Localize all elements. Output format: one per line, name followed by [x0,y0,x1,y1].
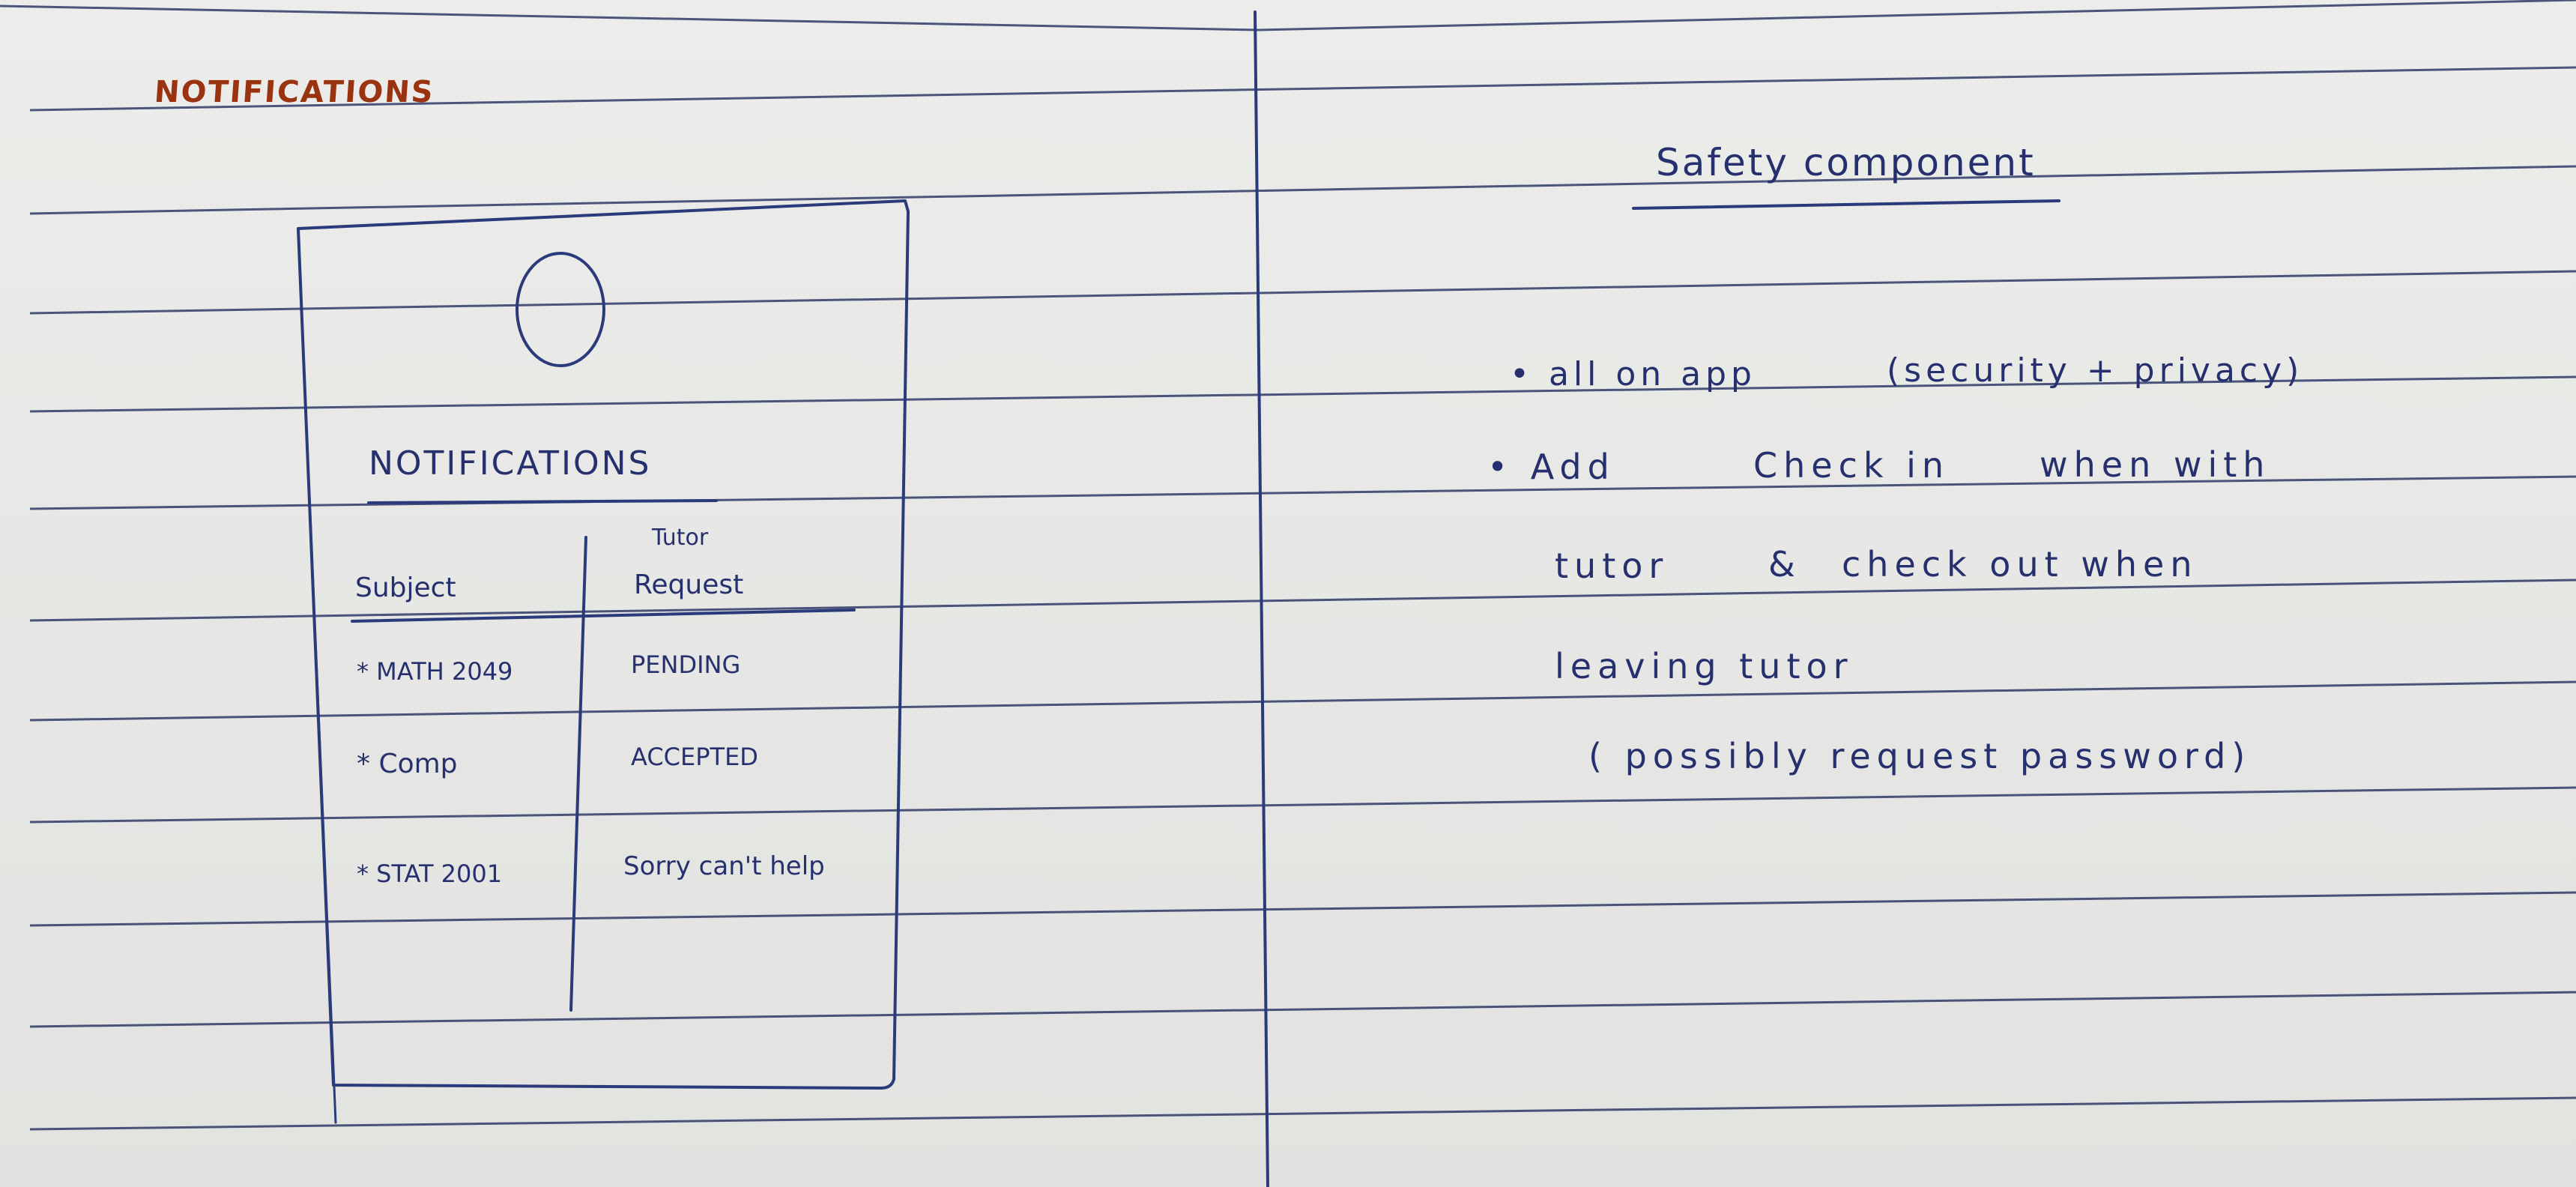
row-subject: * MATH 2049 [357,657,513,686]
bullet-add: • Add [1487,447,1615,487]
column-header-tutor-line2: Request [634,570,744,600]
safety-title: Safety component [1656,141,2036,184]
bullet-password-note: ( possibly request password) [1588,736,2252,776]
row-status: ACCEPTED [631,743,758,771]
row-status: PENDING [631,650,741,679]
bullet-leaving-tutor: leaving tutor [1555,646,1854,686]
column-header-subject: Subject [355,573,456,603]
phone-notifications-header: NOTIFICATIONS [369,444,652,483]
rule-line [29,579,2576,622]
rule-line [0,4,1260,31]
circle-icon [515,252,605,367]
bullet-ampersand: & [1768,544,1801,585]
page-divider [1254,10,1269,1187]
phone-outline-inner-edge [297,227,337,1124]
row-subject: * STAT 2001 [357,860,503,888]
bullet-security-note: (security + privacy) [1887,351,2304,390]
rule-line [29,891,2576,927]
rule-line [1258,0,2576,31]
rule-line [29,66,2576,112]
bullet-check-in: Check in [1753,445,1950,486]
rule-line [29,270,2576,315]
rule-line [29,991,2576,1028]
row-status: Sorry can't help [623,851,825,881]
rule-line [29,375,2576,413]
column-header-tutor-line1: Tutor [652,525,709,551]
ruled-lines [0,0,2576,1131]
rule-line [29,786,2576,824]
phone-sketch [297,199,910,1124]
rule-line [29,680,2576,722]
notifications-underline [367,499,718,504]
row-subject: * Comp [357,749,458,779]
page-heading: NOTIFICATIONS [153,75,436,109]
bullet-check-out: check out when [1842,544,2198,585]
rule-line [29,165,2576,215]
table-divider-vertical [569,536,587,1012]
bullet-all-on-app: • all on app [1510,355,1756,393]
bullet-tutor: tutor [1555,546,1669,586]
safety-title-underline [1632,199,2061,210]
rule-line [29,1096,2576,1131]
table-header-underline [351,608,856,623]
phone-outline [297,199,910,1090]
bullet-when-with: when with [2040,444,2271,485]
